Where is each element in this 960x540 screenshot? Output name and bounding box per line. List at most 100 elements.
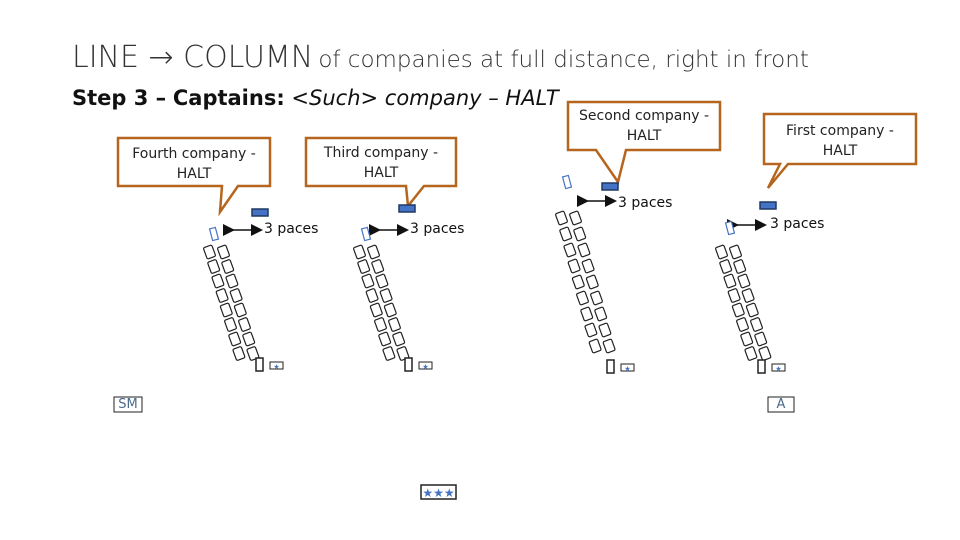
captain-third-icon (398, 204, 416, 213)
title-sub: of companies at full distance, right in … (318, 47, 809, 73)
title-main: LINE → COLUMN (72, 40, 314, 75)
paces-label-first: 3 paces (770, 216, 825, 232)
svg-text:★★★: ★★★ (422, 486, 454, 500)
callout-first-line1: First company - (786, 123, 894, 139)
callout-second-text: Second company - HALT (568, 106, 720, 146)
soldier-mark (569, 210, 582, 226)
soldier-mark (740, 331, 754, 347)
soldier-mark (224, 317, 237, 332)
soldier-mark (382, 346, 396, 361)
callout-second-bubble (566, 100, 722, 185)
soldier-mark (731, 302, 745, 318)
soldier-mark (388, 317, 401, 332)
soldier-mark (727, 288, 741, 303)
callout-first-text: First company - HALT (764, 121, 916, 161)
step-command: <Such> company – HALT (291, 86, 559, 110)
callout-third-text: Third company - HALT (306, 143, 456, 183)
soldier-mark (741, 288, 755, 303)
soldier-mark (588, 338, 602, 354)
soldier-mark (238, 317, 251, 332)
rear-soldier-mark (404, 357, 413, 372)
callout-fourth-text: Fourth company - HALT (118, 144, 270, 184)
callout-fourth-line2: HALT (176, 166, 212, 182)
soldier-mark (559, 226, 573, 242)
soldier-mark (567, 258, 581, 274)
captain-second-icon (601, 182, 619, 191)
soldier-columns: ★ ★ ★ ★ (203, 174, 786, 374)
commander-icon: ★★★ (420, 484, 457, 500)
guidon-icon (561, 174, 573, 190)
guidon-icon (724, 220, 736, 236)
soldier-mark (375, 273, 389, 289)
soldier-mark (577, 242, 591, 258)
soldier-mark (207, 259, 221, 274)
officer-star-glyph: ★ (775, 365, 781, 373)
soldier-mark (576, 290, 589, 306)
soldier-mark (555, 210, 568, 226)
rear-soldier-mark (255, 357, 264, 372)
paces-label-third: 3 paces (410, 221, 465, 237)
a-marker-box (767, 396, 795, 413)
soldier-mark (580, 306, 594, 322)
captain-fourth-icon (251, 208, 269, 217)
rear-soldier-mark (606, 359, 615, 374)
soldier-mark (573, 226, 587, 242)
column-first: ★ (715, 220, 786, 374)
column-fourth: ★ (203, 226, 284, 372)
soldier-mark (211, 273, 225, 289)
a-marker-label: A (776, 397, 786, 412)
soldier-mark (744, 346, 758, 361)
soldier-mark (585, 274, 599, 290)
officer-star-icon (771, 363, 786, 372)
soldier-mark (246, 346, 260, 361)
callout-third-line2: HALT (363, 165, 399, 181)
soldier-mark (229, 288, 243, 303)
soldier-mark (242, 331, 256, 347)
rear-soldier-mark (757, 359, 766, 374)
soldier-mark (733, 259, 747, 274)
officer-star-icon (418, 361, 433, 370)
soldier-mark (233, 302, 247, 318)
soldier-mark (729, 244, 742, 260)
soldier-mark (584, 322, 598, 338)
column-second: ★ (555, 174, 635, 374)
paces-label-fourth: 3 paces (264, 221, 319, 237)
callout-third-bubble (304, 136, 458, 210)
callout-fourth-bubble (116, 136, 272, 217)
soldier-mark (374, 317, 387, 332)
officer-star-glyph: ★ (624, 365, 630, 373)
callout-first-line2: HALT (822, 143, 858, 159)
soldier-mark (581, 258, 595, 274)
callout-first-bubble (762, 112, 918, 189)
officer-star-glyph: ★ (273, 363, 279, 371)
soldier-mark (745, 302, 759, 318)
soldier-mark (723, 273, 737, 289)
soldier-mark (203, 244, 216, 260)
soldier-mark (602, 338, 616, 354)
callout-second-line1: Second company - (579, 108, 709, 124)
page-title: LINE → COLUMN of companies at full dista… (72, 40, 809, 75)
soldier-mark (221, 259, 235, 274)
soldier-mark (371, 259, 385, 274)
sm-marker-box (113, 396, 143, 413)
step-heading: Step 3 – Captains: <Such> company – HALT (72, 86, 559, 110)
soldier-mark (590, 290, 603, 306)
step-label: Step 3 – (72, 86, 167, 110)
soldier-mark (392, 331, 406, 347)
soldier-mark (215, 288, 229, 303)
soldier-mark (378, 331, 392, 347)
soldier-mark (737, 273, 751, 289)
soldier-mark (361, 273, 375, 289)
paces-label-second: 3 paces (618, 195, 673, 211)
callout-third-line1: Third company - (323, 145, 439, 161)
sm-marker-label: SM (118, 397, 138, 412)
officer-star-icon (620, 363, 635, 372)
soldier-mark (715, 244, 728, 260)
column-third: ★ (353, 226, 433, 372)
soldier-mark (219, 302, 233, 318)
soldier-mark (225, 273, 239, 289)
soldier-mark (571, 274, 585, 290)
soldier-mark (367, 244, 380, 260)
soldier-mark (232, 346, 246, 361)
